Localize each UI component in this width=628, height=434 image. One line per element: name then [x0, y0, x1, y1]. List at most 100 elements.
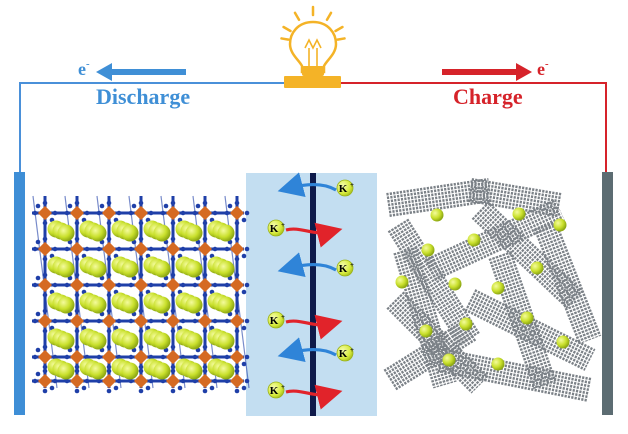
potassium-ion-sphere — [153, 296, 171, 314]
framework-atom — [234, 256, 240, 262]
framework-atom — [42, 200, 48, 206]
light-ray — [325, 11, 333, 22]
metal-octahedron — [69, 349, 85, 365]
framework-atom — [202, 200, 208, 206]
ion-symbol: K — [270, 315, 279, 327]
framework-atom — [35, 311, 41, 317]
graphene-sheet — [547, 223, 595, 340]
potassium-ion-sphere — [217, 260, 235, 278]
framework-atom — [42, 328, 48, 334]
ion-arrow-right — [285, 314, 343, 340]
framework-atom — [170, 272, 176, 278]
metal-octahedron — [37, 349, 53, 365]
potassium-ion-sphere — [153, 362, 171, 380]
framework-atom — [74, 200, 80, 206]
framework-atom — [148, 246, 154, 252]
framework-atom — [202, 328, 208, 334]
graphene-sheet — [466, 305, 588, 368]
metal-octahedron — [197, 277, 213, 293]
anode-current-collector — [14, 172, 25, 415]
metal-octahedron — [229, 313, 245, 329]
graphene-sheet — [468, 195, 560, 214]
potassium-ion-sphere — [89, 296, 107, 314]
metal-octahedron — [37, 277, 53, 293]
graphene-sheet — [437, 369, 589, 402]
metal-octahedron — [165, 277, 181, 293]
ion-badge — [336, 259, 354, 277]
framework-atom — [224, 318, 230, 324]
potassium-ion-sphere — [153, 224, 171, 242]
framework-atom — [202, 364, 208, 370]
graphene-sheet — [472, 292, 594, 355]
framework-atom — [106, 344, 112, 350]
framework-atom — [180, 318, 186, 324]
ion-migration: K+ — [267, 219, 343, 248]
framework-atom — [192, 378, 198, 384]
graphene-sheet — [393, 226, 469, 343]
metal-octahedron — [229, 205, 245, 221]
graphene-sheet — [438, 365, 589, 399]
intercalated-potassium — [419, 324, 433, 338]
framework-atom — [160, 354, 166, 360]
framework-atom — [138, 256, 144, 262]
metal-octahedron — [229, 373, 245, 389]
discharge-label: Discharge — [96, 84, 191, 109]
intercalated-potassium — [520, 311, 534, 325]
framework-atom — [84, 378, 90, 384]
graphene-sheet — [484, 203, 581, 296]
framework-atom — [170, 308, 176, 314]
graphene-sheet — [400, 250, 443, 387]
framework-atom — [234, 364, 240, 370]
graphene-sheet — [441, 348, 593, 381]
graphene-sheet — [393, 252, 436, 389]
ion-badge — [267, 381, 285, 399]
framework-atom — [84, 246, 90, 252]
light-bulb-icon — [280, 5, 346, 88]
cathode-current-collector — [602, 172, 613, 415]
light-ray — [334, 25, 344, 33]
framework-atom — [138, 220, 144, 226]
framework-atom — [74, 256, 80, 262]
framework-atom — [234, 220, 240, 226]
framework-atom — [35, 203, 41, 209]
metal-octahedron — [133, 241, 149, 257]
graphene-sheet — [543, 224, 592, 341]
intercalated-potassium — [430, 208, 444, 222]
framework-atom — [128, 354, 134, 360]
framework-atom — [35, 347, 41, 353]
framework-atom — [74, 236, 80, 242]
graphene-sheet — [474, 214, 571, 307]
graphene-sheet — [495, 255, 543, 387]
framework-atom — [42, 388, 48, 394]
framework-atom — [42, 368, 48, 374]
graphene-sheet — [388, 304, 476, 392]
framework-atom — [170, 256, 176, 262]
framework-atom — [202, 256, 208, 262]
framework-atom — [212, 354, 218, 360]
graphene-sheet — [469, 188, 561, 207]
framework-atom — [241, 253, 247, 259]
graphene-sheet — [537, 227, 585, 344]
framework-atom — [96, 246, 102, 252]
framework-atom — [212, 318, 218, 324]
framework-atom — [192, 354, 198, 360]
graphene-sheet — [386, 306, 474, 394]
ion-migration: K+ — [267, 311, 343, 340]
graphene-sheet — [479, 209, 576, 301]
framework-atom — [42, 256, 48, 262]
graphene-sheet — [393, 335, 475, 388]
framework-atom — [32, 354, 38, 360]
framework-atom — [202, 308, 208, 314]
ion-charge: + — [281, 313, 285, 321]
ion-arrow-right — [285, 222, 343, 248]
metal-octahedron — [197, 313, 213, 329]
metal-octahedron — [37, 313, 53, 329]
framework-atom — [170, 388, 176, 394]
prussian-blue-framework — [32, 195, 250, 394]
charge-label: Charge — [453, 84, 523, 109]
framework-atom — [74, 388, 80, 394]
framework-atom — [170, 200, 176, 206]
metal-octahedron — [165, 241, 181, 257]
framework-atom — [106, 328, 112, 334]
